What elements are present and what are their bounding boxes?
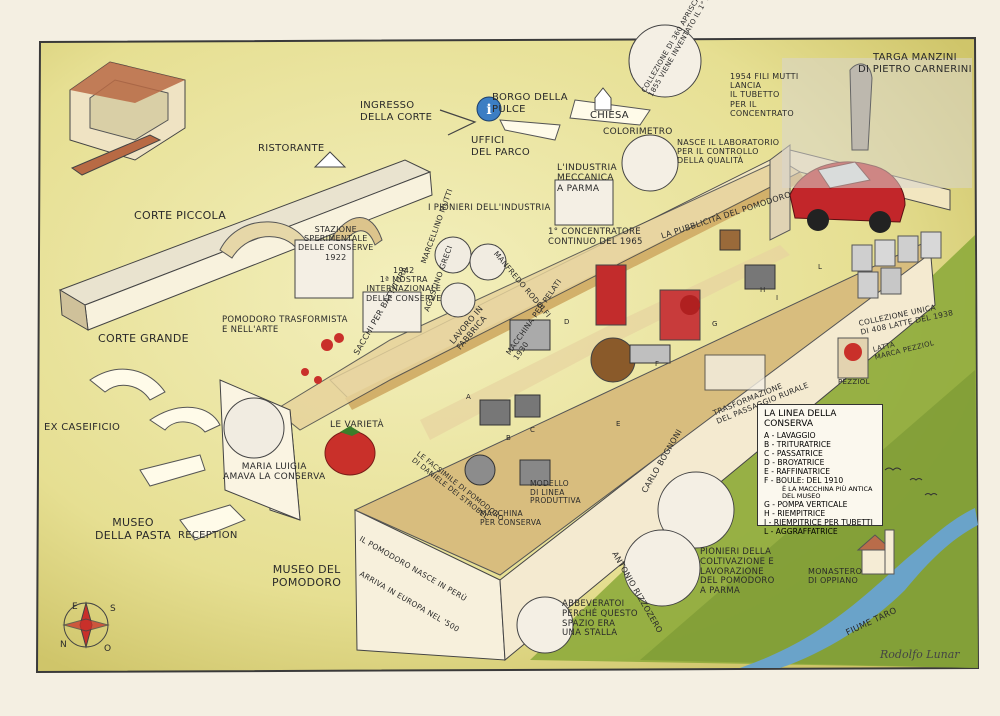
label-mostra-internazionale: 1942 1ª mostra internazionale delle cons… [366, 266, 442, 303]
legend-item: A - Lavaggio [764, 431, 816, 440]
compass-s: S [110, 604, 117, 614]
label-pionieri-industria: I pionieri dell'industria [428, 203, 551, 213]
station-letter-d: D [564, 318, 570, 326]
station-letter-h: H [760, 286, 766, 294]
label-pomodoro-arte: Pomodoro trasformista e nell'arte [222, 315, 348, 335]
compass-rose [62, 601, 110, 649]
label-ingresso-della-corte: Ingresso della corte [360, 100, 433, 123]
svg-text:i: i [486, 102, 491, 118]
station-letter-f: F [655, 360, 660, 368]
label-museo-del-pomodoro: Museo del pomodoro [272, 563, 342, 589]
station-letter-i: I [776, 294, 779, 302]
legend-item: I - Riempitrice per tubetti [764, 517, 873, 527]
info-icon[interactable]: i [476, 96, 502, 122]
label-laboratorio: Nasce il laboratorio per il controllo de… [677, 138, 780, 166]
machinery-illustrations [464, 229, 776, 486]
label-corte-piccola: Corte piccola [134, 209, 227, 222]
label-stazione-sperimentale: Stazione sperimentale delle conserve 192… [298, 225, 374, 262]
farmhouse-illustration [69, 61, 186, 176]
church-icon [594, 87, 612, 111]
legend-item: B - Trituratrice [764, 439, 831, 449]
label-maria-luigia: Maria Luigia amava la conserva [223, 462, 326, 483]
cans-stack [851, 231, 942, 299]
legend-title: La linea della conserva [764, 409, 837, 429]
label-abbeveratoi: Abbeveratoi perché questo spazio era una… [562, 599, 638, 639]
label-le-varieta: Le varietà [330, 420, 384, 430]
monastery-illustration [856, 529, 895, 575]
label-industria-meccanica: L'industria meccanica a Parma [557, 163, 617, 194]
legend-item: L - Aggraffatrice [764, 526, 838, 536]
legend-box: La linea della conserva A - Lavaggio B -… [757, 404, 883, 536]
compass-n: N [60, 640, 68, 650]
compass-o: O [104, 644, 112, 654]
label-modello-linea: Modello di linea produttiva [530, 479, 581, 506]
label-museo-della-pasta: Museo della pasta [95, 516, 172, 542]
legend-item: F - Boule: del 1910 [764, 475, 844, 485]
label-reception: Reception [178, 530, 238, 541]
legend-item: è la macchina più antica del museo [782, 484, 873, 501]
label-uffici-del-parco: Uffici del parco [471, 135, 531, 158]
tomato-illustration [324, 426, 376, 476]
station-letter-g: G [712, 320, 718, 328]
label-monastero-oppiano: Monastero di Oppiano [808, 567, 863, 586]
label-colorimetro: Colorimetro [603, 127, 673, 137]
label-borgo-della-pulce: Borgo della Pulce [492, 92, 568, 115]
station-letter-e: E [616, 420, 621, 428]
label-macchina-conserva: Macchina per conserva [480, 509, 542, 527]
portraits [223, 24, 766, 654]
station-letter-c: C [530, 426, 536, 434]
label-ristorante: Ristorante [258, 143, 325, 154]
legend-item: D - Broyatrice [764, 457, 825, 467]
label-targa-manzini: Targa Manzini di Pietro Carnerini [858, 52, 972, 75]
station-letter-l: L [818, 263, 823, 271]
station-letter-a: A [466, 393, 472, 401]
label-pezziol-can: Pezziol [838, 378, 870, 386]
label-ex-caseificio: Ex caseificio [44, 422, 121, 433]
label-concentratore: 1° concentratore continuo del 1965 [548, 227, 643, 247]
label-tubetto: 1954 Fili Mutti lancia il tubetto per il… [730, 72, 799, 118]
legend-list: A - Lavaggio B - Trituratrice C - Passat… [764, 431, 876, 537]
artist-signature: Rodolfo Lunar [880, 648, 960, 661]
legend-item: E - Raffinatrice [764, 466, 831, 476]
compass-e: E [72, 602, 78, 612]
label-chiesa: Chiesa [590, 110, 629, 121]
pezziol-can [837, 337, 869, 379]
legend-item: C - Passatrice [764, 448, 823, 458]
label-pionieri-coltivazione: Pionieri della coltivazione e lavorazion… [700, 547, 775, 597]
river-taro [740, 508, 978, 668]
legend-item: G - Pompa verticale [764, 500, 848, 510]
legend-item: H - Riempitrice [764, 508, 826, 518]
station-letter-b: B [506, 434, 512, 442]
restaurant-icon [313, 151, 347, 168]
label-corte-grande: Corte grande [98, 332, 189, 345]
